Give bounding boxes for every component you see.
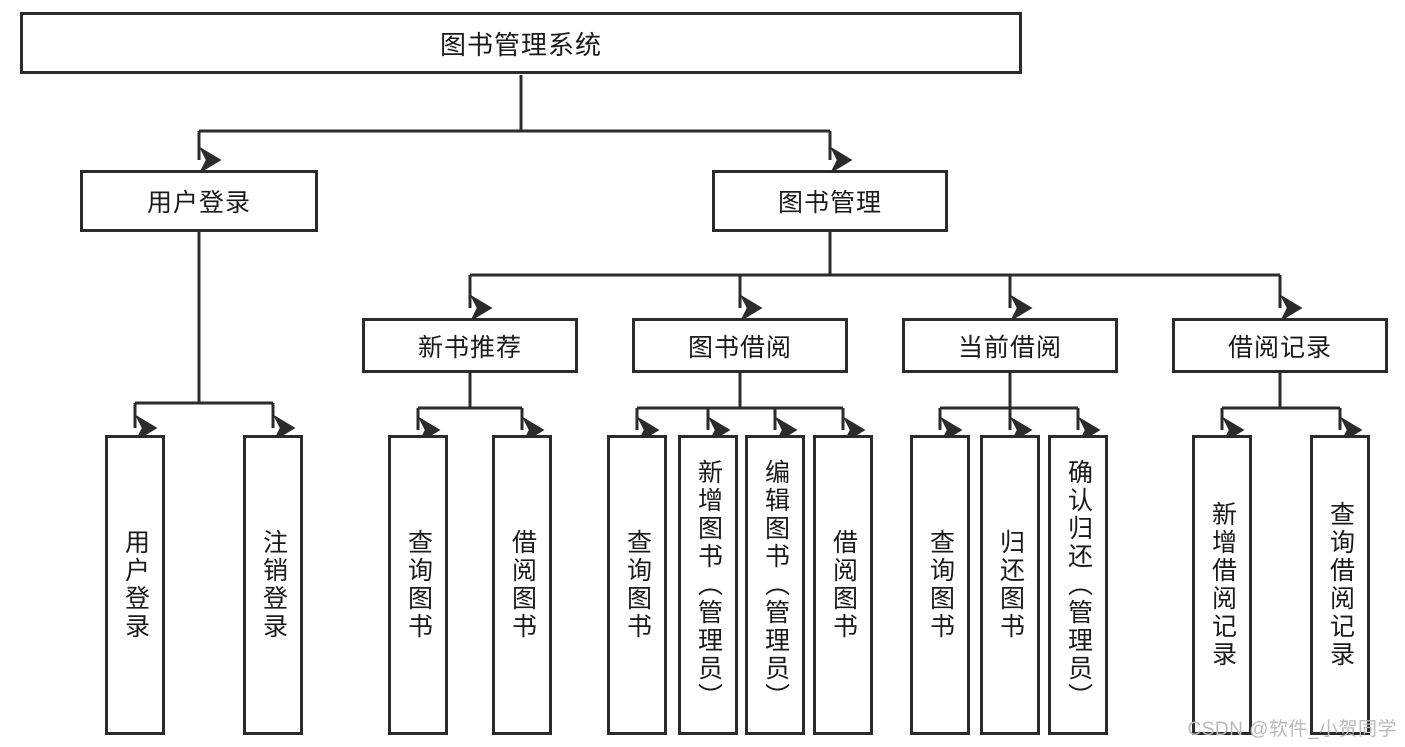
node-label: 新增图书（管理员） xyxy=(694,459,723,711)
node-label: 图书管理系统 xyxy=(439,29,602,60)
node-borrow-record[interactable]: 借阅记录 xyxy=(1172,318,1388,373)
node-label: 新增借阅记录 xyxy=(1208,501,1237,669)
node-label: 编辑图书（管理员） xyxy=(761,459,790,711)
node-label: 借阅图书 xyxy=(829,529,858,641)
leaf-borrow-book-1[interactable]: 借阅图书 xyxy=(492,435,552,735)
node-label: 查询图书 xyxy=(926,529,955,641)
leaf-borrow-book-2[interactable]: 借阅图书 xyxy=(813,435,873,735)
node-label: 查询图书 xyxy=(404,529,433,641)
leaf-logout[interactable]: 注销登录 xyxy=(243,435,303,735)
leaf-edit-book[interactable]: 编辑图书（管理员） xyxy=(745,435,805,735)
node-label: 借阅记录 xyxy=(1227,333,1332,362)
node-label: 图书借阅 xyxy=(687,333,792,362)
node-book-management[interactable]: 图书管理 xyxy=(712,170,948,232)
watermark-text: CSDN @软件_小贺同学 xyxy=(1187,719,1397,740)
leaf-query-book-2[interactable]: 查询图书 xyxy=(607,435,667,735)
leaf-query-record[interactable]: 查询借阅记录 xyxy=(1310,435,1370,735)
leaf-add-record[interactable]: 新增借阅记录 xyxy=(1192,435,1252,735)
node-label: 新书推荐 xyxy=(417,333,522,362)
leaf-query-book-1[interactable]: 查询图书 xyxy=(388,435,448,735)
node-label: 用户登录 xyxy=(121,529,150,641)
node-label: 归还图书 xyxy=(996,529,1025,641)
node-book-borrow[interactable]: 图书借阅 xyxy=(632,318,848,373)
node-label: 注销登录 xyxy=(259,529,288,641)
node-label: 确认归还（管理员） xyxy=(1064,459,1093,711)
node-label: 查询借阅记录 xyxy=(1326,501,1355,669)
leaf-user-login[interactable]: 用户登录 xyxy=(105,435,165,735)
node-root-system[interactable]: 图书管理系统 xyxy=(20,12,1022,74)
node-label: 用户登录 xyxy=(146,189,251,217)
node-label: 查询图书 xyxy=(623,529,652,641)
node-label: 借阅图书 xyxy=(508,529,537,641)
node-label: 当前借阅 xyxy=(957,333,1062,362)
leaf-confirm-return[interactable]: 确认归还（管理员） xyxy=(1048,435,1108,735)
leaf-return-book[interactable]: 归还图书 xyxy=(980,435,1040,735)
node-current-borrow[interactable]: 当前借阅 xyxy=(902,318,1118,373)
node-label: 图书管理 xyxy=(777,189,882,217)
node-new-book-recommend[interactable]: 新书推荐 xyxy=(362,318,578,373)
node-user-login[interactable]: 用户登录 xyxy=(80,170,318,232)
leaf-query-book-3[interactable]: 查询图书 xyxy=(910,435,970,735)
leaf-add-book[interactable]: 新增图书（管理员） xyxy=(678,435,738,735)
